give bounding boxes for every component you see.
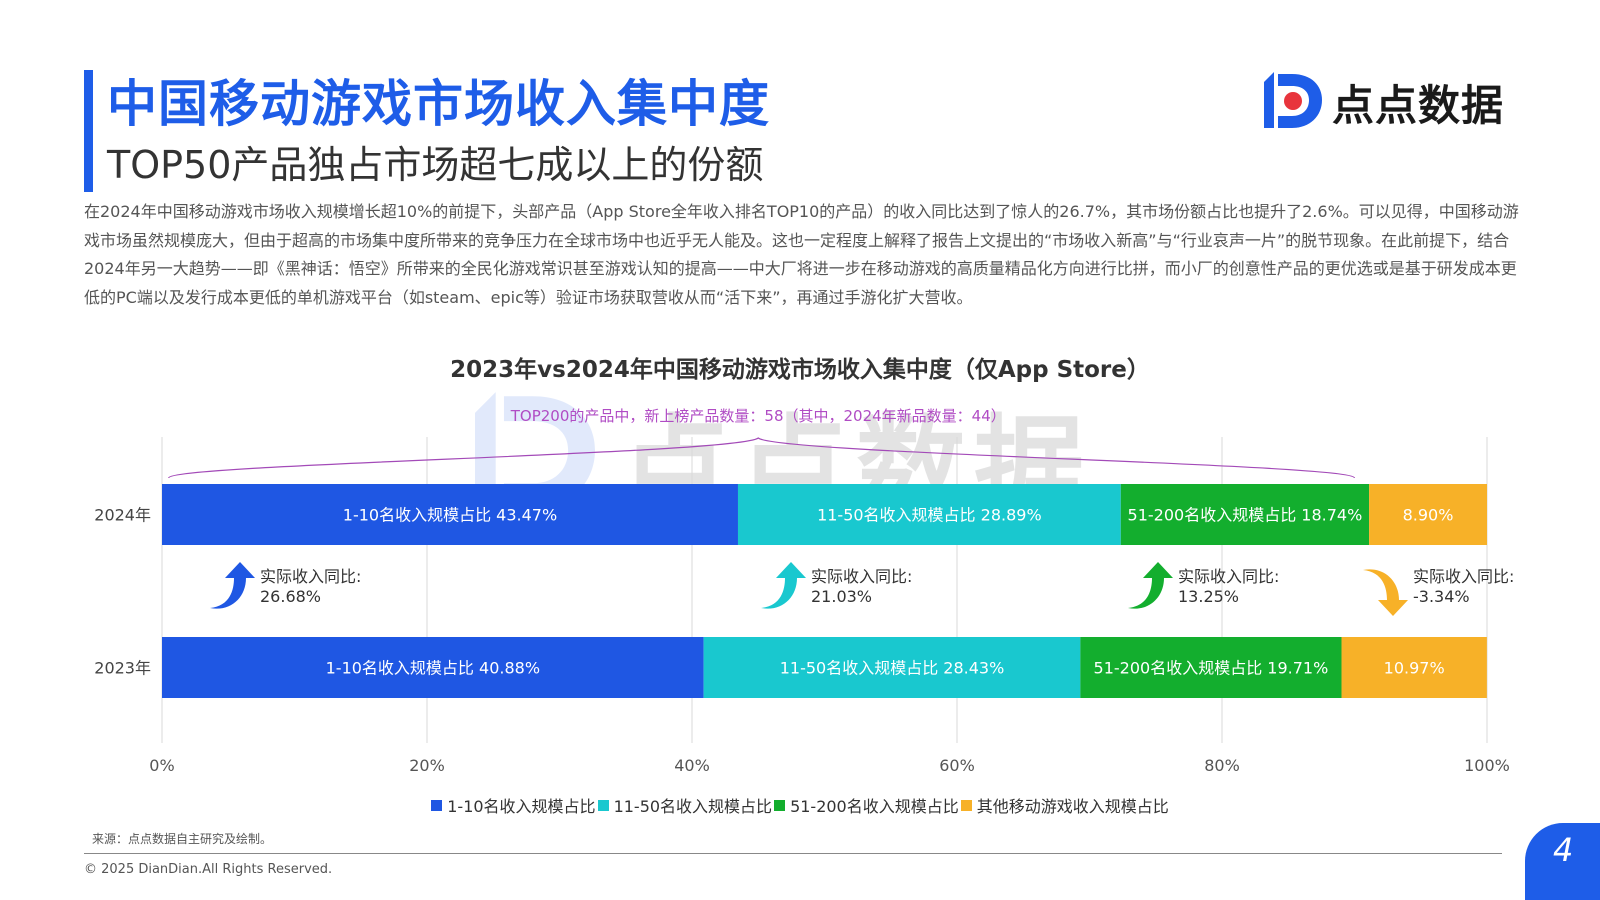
bar-data-label: 10.97%: [1384, 659, 1445, 678]
page-title: 中国移动游戏市场收入集中度: [107, 75, 770, 133]
yoy-label: 实际收入同比:: [1178, 567, 1279, 586]
bar-segment: [1120, 484, 1370, 545]
bar-segment: [1341, 637, 1487, 698]
bar-data-label: 8.90%: [1403, 506, 1454, 525]
bar-segment: [162, 637, 704, 698]
bar-data-label: 51-200名收入规模占比 18.74%: [1128, 506, 1363, 525]
legend-swatch: [597, 800, 609, 811]
legend-swatch: [431, 800, 443, 811]
yoy-label: 实际收入同比:: [1413, 567, 1514, 586]
arrow-down-icon: [1363, 569, 1408, 616]
footer-divider: [84, 853, 1502, 854]
bar-data-label: 11-50名收入规模占比 28.43%: [780, 659, 1005, 678]
legend-swatch: [960, 800, 972, 811]
bar-data-label: 1-10名收入规模占比 40.88%: [326, 659, 540, 678]
brand-logo-icon: [1264, 72, 1322, 128]
bar-data-label: 51-200名收入规模占比 19.71%: [1094, 659, 1329, 678]
chart-legend: 1-10名收入规模占比 11-50名收入规模占比 51-200名收入规模占比其他移动…: [0, 793, 1600, 817]
x-tick-label: 40%: [674, 756, 710, 775]
bar-segment: [703, 637, 1081, 698]
title-accent-bar: [84, 70, 93, 192]
x-tick-label: 100%: [1464, 756, 1510, 775]
annotation-text: TOP200的产品中，新上榜产品数量：58（其中，2024年新品数量：44）: [510, 407, 1006, 425]
yoy-value: -3.34%: [1413, 587, 1470, 606]
legend-item: 其他移动游戏收入规模占比: [960, 793, 1169, 817]
bar-segment: [162, 484, 738, 545]
intro-paragraph: 在2024年中国移动游戏市场收入规模增长超10%的前提下，头部产品（App St…: [84, 202, 1519, 307]
source-note: 来源：点点数据自主研究及绘制。: [92, 832, 273, 846]
bar-data-label: 1-10名收入规模占比 43.47%: [343, 506, 557, 525]
bar-segment: [1369, 484, 1487, 545]
copyright: © 2025 DianDian.All Rights Reserved.: [84, 862, 333, 877]
yoy-label: 实际收入同比:: [811, 567, 912, 586]
bar-segment: [737, 484, 1121, 545]
page-number: 4: [1553, 831, 1574, 869]
arrow-up-icon: [210, 562, 255, 609]
legend-item: 1-10名收入规模占比: [431, 793, 596, 817]
legend-swatch: [774, 800, 786, 811]
legend-label: 其他移动游戏收入规模占比: [976, 797, 1169, 816]
y-category-label: 2023年: [94, 659, 151, 678]
yoy-value: 26.68%: [260, 587, 321, 606]
annotation-brace: [168, 437, 1356, 479]
brand-name: 点点数据: [1332, 81, 1505, 130]
x-tick-label: 60%: [939, 756, 975, 775]
chart-title: 2023年vs2024年中国移动游戏市场收入集中度（仅App Store）: [450, 357, 1150, 383]
bar-segment: [1080, 637, 1342, 698]
x-tick-label: 0%: [149, 756, 174, 775]
arrow-up-icon: [761, 562, 806, 609]
legend-item: 51-200名收入规模占比: [774, 793, 959, 817]
yoy-value: 13.25%: [1178, 587, 1239, 606]
page-number-badge: 4: [1525, 823, 1600, 900]
bar-data-label: 11-50名收入规模占比 28.89%: [817, 506, 1042, 525]
arrow-up-icon: [1128, 562, 1173, 609]
legend-label: 51-200名收入规模占比: [790, 797, 959, 816]
y-category-label: 2024年: [94, 506, 151, 525]
yoy-label: 实际收入同比:: [260, 567, 361, 586]
yoy-value: 21.03%: [811, 587, 872, 606]
legend-label: 11-50名收入规模占比: [613, 797, 773, 816]
legend-label: 1-10名收入规模占比: [447, 797, 596, 816]
x-tick-label: 20%: [409, 756, 445, 775]
x-tick-label: 80%: [1204, 756, 1240, 775]
brand-logo: 点点数据: [1262, 68, 1532, 130]
legend-item: 11-50名收入规模占比: [597, 793, 773, 817]
page-subtitle: TOP50产品独占市场超七成以上的份额: [107, 143, 764, 187]
